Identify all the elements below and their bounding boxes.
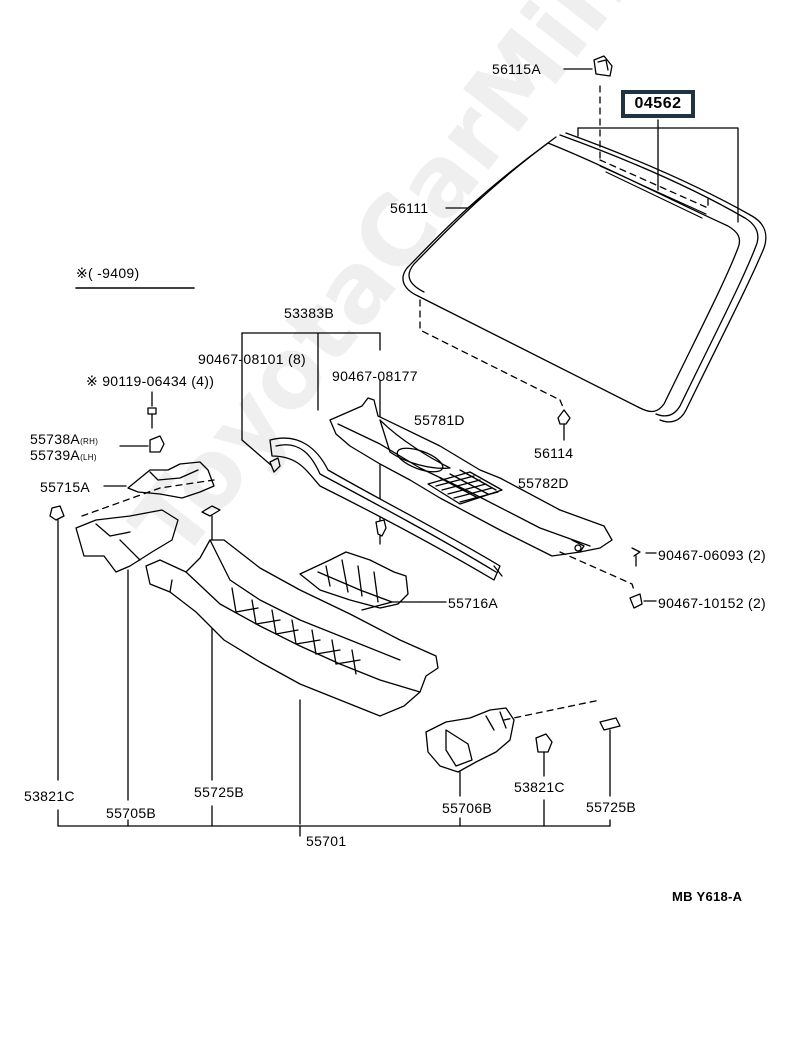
- label-90467-08101: 90467-08101 (8): [198, 351, 307, 367]
- label-04562: 04562: [621, 90, 695, 118]
- leader-clips: [560, 548, 656, 608]
- bottom-leaders: [58, 800, 610, 836]
- label-55781d: 55781D: [414, 412, 465, 428]
- inner-panel-55716a: [300, 552, 446, 610]
- label-56114: 56114: [534, 445, 574, 461]
- label-55739a: 55739A(LH): [30, 447, 97, 463]
- nut-55738a: [120, 436, 164, 452]
- clip-56114-part: [558, 410, 570, 440]
- label-90467-10152: 90467-10152 (2): [658, 595, 767, 611]
- windshield-glass: [403, 86, 766, 422]
- label-56115a: 56115A: [492, 61, 542, 77]
- label-53821c-right: 53821C: [514, 779, 565, 795]
- label-90119-06434: ※ 90119-06434 (4)): [86, 373, 215, 389]
- label-55706b: 55706B: [442, 800, 493, 816]
- label-55715a: 55715A: [40, 479, 91, 495]
- clip-56115a-part: [564, 56, 612, 76]
- side-panel-55705b: [76, 480, 214, 800]
- cowl-louver: [330, 398, 612, 556]
- label-53383b: 53383B: [284, 305, 335, 321]
- hood-seal-53383b: [270, 438, 502, 580]
- label-55716a: 55716A: [448, 595, 499, 611]
- label-55738a: 55738A(RH): [30, 431, 99, 447]
- label-55705b: 55705B: [106, 805, 157, 821]
- label-55725b-right: 55725B: [586, 799, 637, 815]
- label-53821c-left: 53821C: [24, 788, 75, 804]
- label-90467-06093: 90467-06093 (2): [658, 547, 767, 563]
- cowl-panel-55701: [146, 540, 438, 824]
- bolt-90119: [148, 392, 156, 428]
- side-panel-55706b: [426, 700, 600, 796]
- label-56111: 56111: [390, 200, 429, 216]
- label-90467-08177: 90467-08177: [332, 368, 418, 384]
- figure-code: MB Y618-A: [672, 889, 743, 904]
- label-55739a-side: (LH): [80, 453, 97, 462]
- bracket-55715a: [104, 462, 214, 498]
- label-note-range: ※( -9409): [76, 265, 140, 281]
- label-55725b-left: 55725B: [194, 784, 245, 800]
- label-55738a-side: (RH): [80, 437, 99, 446]
- label-55701: 55701: [306, 833, 347, 849]
- label-55782d: 55782D: [518, 475, 569, 491]
